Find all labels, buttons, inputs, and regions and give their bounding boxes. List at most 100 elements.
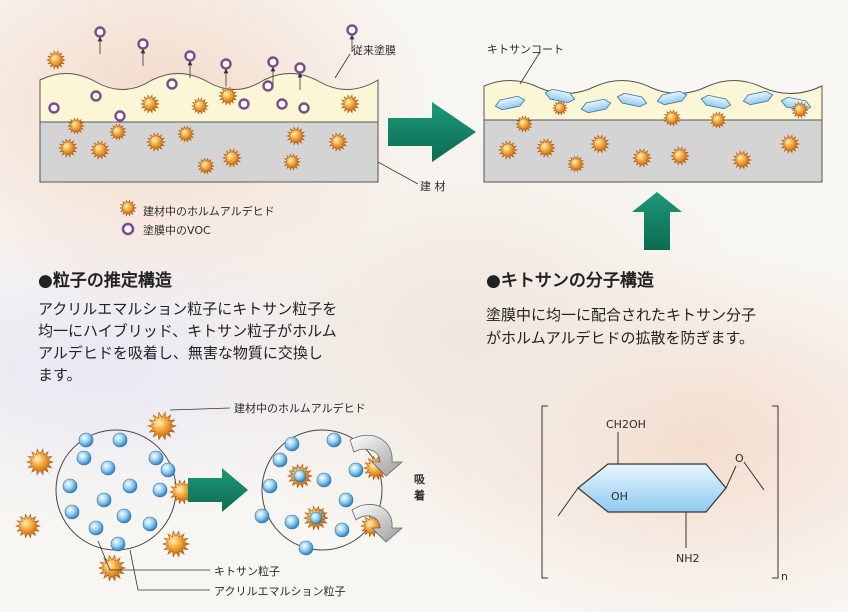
building-material-leader [377,161,419,185]
formaldehyde-particle [286,126,306,146]
bracket-left [541,405,548,579]
formaldehyde-particle [283,153,301,171]
chitosan-hex-unit [616,92,648,108]
legend-formaldehyde-label: 建材中のホルムアルデヒド [143,205,275,218]
formaldehyde-particle [732,150,752,170]
chitosan-particle [284,514,300,530]
atom-o: O [735,452,744,465]
process-arrow-up [632,192,682,250]
formaldehyde-particle [328,132,348,152]
formaldehyde-particle [670,146,690,166]
formaldehyde-particle [590,134,610,154]
formaldehyde-particle [58,138,78,158]
chitosan-hex-unit [656,90,688,106]
chitosan-particle [116,508,132,524]
legend-voc-label: 塗膜中のVOC [143,224,211,237]
chitosan-particle [110,536,126,552]
formaldehyde-particle [498,140,518,160]
formaldehyde-particle [98,554,126,582]
legend-formaldehyde-icon [119,199,137,217]
formaldehyde-particle [340,94,360,114]
chitosan-particle [88,520,104,536]
building-material-layer-right [483,119,823,183]
chitosan-particle [334,522,350,538]
voc-particle [114,110,126,122]
voc-particle-escaping [346,24,358,36]
voc-particle-escaping [220,58,232,70]
chitosan-coat-leader [519,51,541,85]
formaldehyde-particle [515,115,533,133]
label-acrylic-particle: アクリルエマルション粒子 [214,585,346,598]
formaldehyde-particle [218,86,238,106]
conventional-coating-layer [39,73,379,123]
chitosan-particle [96,492,112,508]
chitosan-particle [152,482,168,498]
formaldehyde-particle [552,100,568,116]
formaldehyde-callout-leader [169,407,231,411]
chitosan-molecule-structure [541,405,779,579]
label-chitosan-coat: キトサンコート [487,43,564,56]
chitosan-particle-leader [97,540,210,571]
chitosan-particle [148,450,164,466]
chitosan-particle [348,462,364,478]
chitosan-particle [142,516,158,532]
chitosan-particle [272,452,288,468]
formaldehyde-particle [536,138,556,158]
conventional-coating-panel [39,24,419,185]
formaldehyde-particle [709,111,727,129]
formaldehyde-particle [791,101,809,119]
molecule-section-heading: ●キトサンの分子構造 [486,271,654,291]
formaldehyde-particle [90,140,110,160]
voc-particle-escaping [267,56,279,68]
chitosan-particle [76,450,92,466]
molecule-section-line-2: がホルムアルデヒドの拡散を防ぎます。 [486,329,755,347]
chitosan-particle [316,472,332,488]
chitosan-particle [62,478,78,494]
formaldehyde-particle [109,123,127,141]
chitosan-particle-bound [293,469,307,483]
chitosan-hex-unit [580,98,612,114]
formaldehyde-particle [177,125,195,143]
chitosan-hex-unit [742,90,774,106]
formaldehyde-particle [26,448,54,476]
formaldehyde-particle [663,109,681,127]
chitosan-particle [64,504,80,520]
glycosidic-bond-up [725,465,737,489]
bracket-right [772,405,779,579]
voc-particle-escaping [294,62,306,74]
label-chitosan-particle: キトサン粒子 [214,565,280,578]
chitosan-particle [100,460,116,476]
label-adsorption: 吸着 [414,473,425,502]
chitosan-particle [122,478,138,494]
conventional-coating-leader [334,53,351,79]
chitosan-particle [78,432,94,448]
atom-nh2: NH2 [676,552,700,565]
formaldehyde-particle [15,513,41,539]
formaldehyde-particle [191,97,209,115]
glycosidic-bond-right [743,461,765,491]
voc-particle [90,90,102,102]
particle-section-line-1: アクリルエマルション粒子にキトサン粒子を [38,300,338,318]
chitosan-particle [326,432,342,448]
chitosan-coating-panel [483,51,823,183]
process-arrow-right-bottom [188,468,248,512]
chitosan-particle [298,540,314,556]
atom-oh: OH [611,490,628,503]
particle-section-line-2: 均一にハイブリッド、キトサン粒子がホルム [38,322,337,340]
chitosan-particle [112,432,128,448]
molecule-section-line-1: 塗膜中に均一に配合されたキトサン分子 [486,306,757,324]
chitosan-hex-unit [544,88,576,104]
formaldehyde-particle [567,155,585,173]
chitosan-hex-unit [494,95,526,111]
legend-voc-icon [121,222,135,236]
voc-particle [262,80,274,92]
formaldehyde-particle [197,157,215,175]
particle-section-line-4: ます。 [38,366,82,384]
formaldehyde-particle [67,117,85,135]
chitosan-particle-bound [309,511,323,525]
legend-star-shape [119,199,137,217]
voc-particle [298,102,310,114]
formaldehyde-particle [140,94,160,114]
particle-section-line-3: アルデヒドを吸着し、無害な物質に交換し [38,344,323,362]
glycosidic-bond-left [557,487,579,517]
